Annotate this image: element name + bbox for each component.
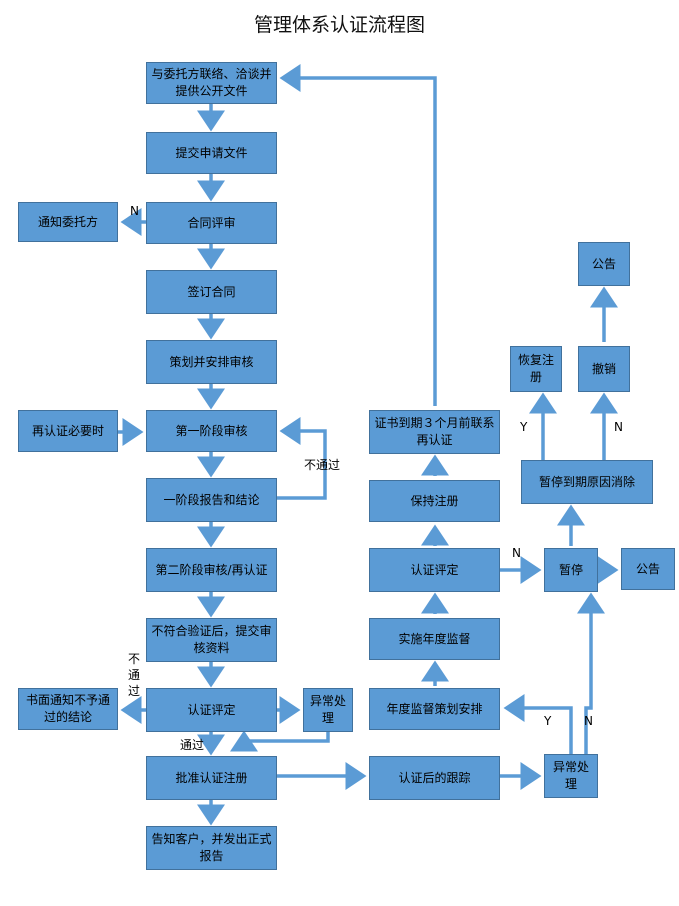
label-n-eval-right: N xyxy=(512,546,521,560)
label-n-revoke: N xyxy=(614,420,623,434)
node-suspend-period: 暂停到期原因消除 xyxy=(521,460,653,504)
node-cert-expiry: 证书到期３个月前联系再认证 xyxy=(369,410,500,454)
node-plan-audit: 策划并安排审核 xyxy=(146,340,277,384)
label-not-pass-eval-2: 通 xyxy=(128,668,141,682)
node-stage1-audit: 第一阶段审核 xyxy=(146,410,277,452)
node-revoke: 撤销 xyxy=(578,346,630,392)
node-stage2-audit: 第二阶段审核/再认证 xyxy=(146,548,277,592)
arrow-exception-to-plan xyxy=(503,694,573,754)
node-exception-left: 异常处理 xyxy=(303,688,353,732)
node-submit-docs: 提交申请文件 xyxy=(146,132,277,174)
label-y-follow: Y xyxy=(544,714,552,728)
node-post-cert-follow: 认证后的跟踪 xyxy=(369,756,500,800)
label-not-pass-eval-3: 过 xyxy=(128,684,141,698)
node-written-notice: 书面通知不予通过的结论 xyxy=(18,688,118,730)
arrow-expiry-to-contact xyxy=(279,64,437,406)
label-pass: 通过 xyxy=(180,738,205,752)
label-n-contract: N xyxy=(130,204,139,218)
arrow-not-pass-loop xyxy=(277,417,327,500)
arrow-exception-back xyxy=(230,730,330,752)
node-exception-right: 异常处理 xyxy=(544,754,598,798)
node-maintain-reg: 保持注册 xyxy=(369,480,500,522)
node-contact: 与委托方联络、洽谈并提供公开文件 xyxy=(146,62,277,104)
page-title: 管理体系认证流程图 xyxy=(253,14,425,36)
node-announce-top: 公告 xyxy=(578,242,630,286)
node-stage1-report: 一阶段报告和结论 xyxy=(146,478,277,522)
label-not-pass-eval-1: 不 xyxy=(128,652,141,666)
label-not-pass-loop: 不通过 xyxy=(304,458,341,472)
node-contract-review: 合同评审 xyxy=(146,202,277,244)
node-inform-client: 告知客户，并发出正式报告 xyxy=(146,826,277,870)
node-sign-contract: 签订合同 xyxy=(146,270,277,314)
node-annual-audit: 实施年度监督 xyxy=(369,618,500,660)
node-suspend: 暂停 xyxy=(544,548,598,592)
node-cert-eval-right: 认证评定 xyxy=(369,548,500,592)
node-restore-reg: 恢复注册 xyxy=(510,346,562,392)
arrow-exception-to-suspend xyxy=(577,592,605,754)
node-cert-eval: 认证评定 xyxy=(146,688,277,732)
label-y-restore: Y xyxy=(520,420,528,434)
node-announce-right: 公告 xyxy=(621,548,675,590)
node-nonconformity: 不符合验证后，提交审核资料 xyxy=(146,618,277,662)
node-annual-plan: 年度监督策划安排 xyxy=(369,688,500,730)
node-notify-client: 通知委托方 xyxy=(18,202,118,242)
node-recert-needed: 再认证必要时 xyxy=(18,410,118,452)
label-n-follow: N xyxy=(584,714,593,728)
node-approve-reg: 批准认证注册 xyxy=(146,756,277,800)
